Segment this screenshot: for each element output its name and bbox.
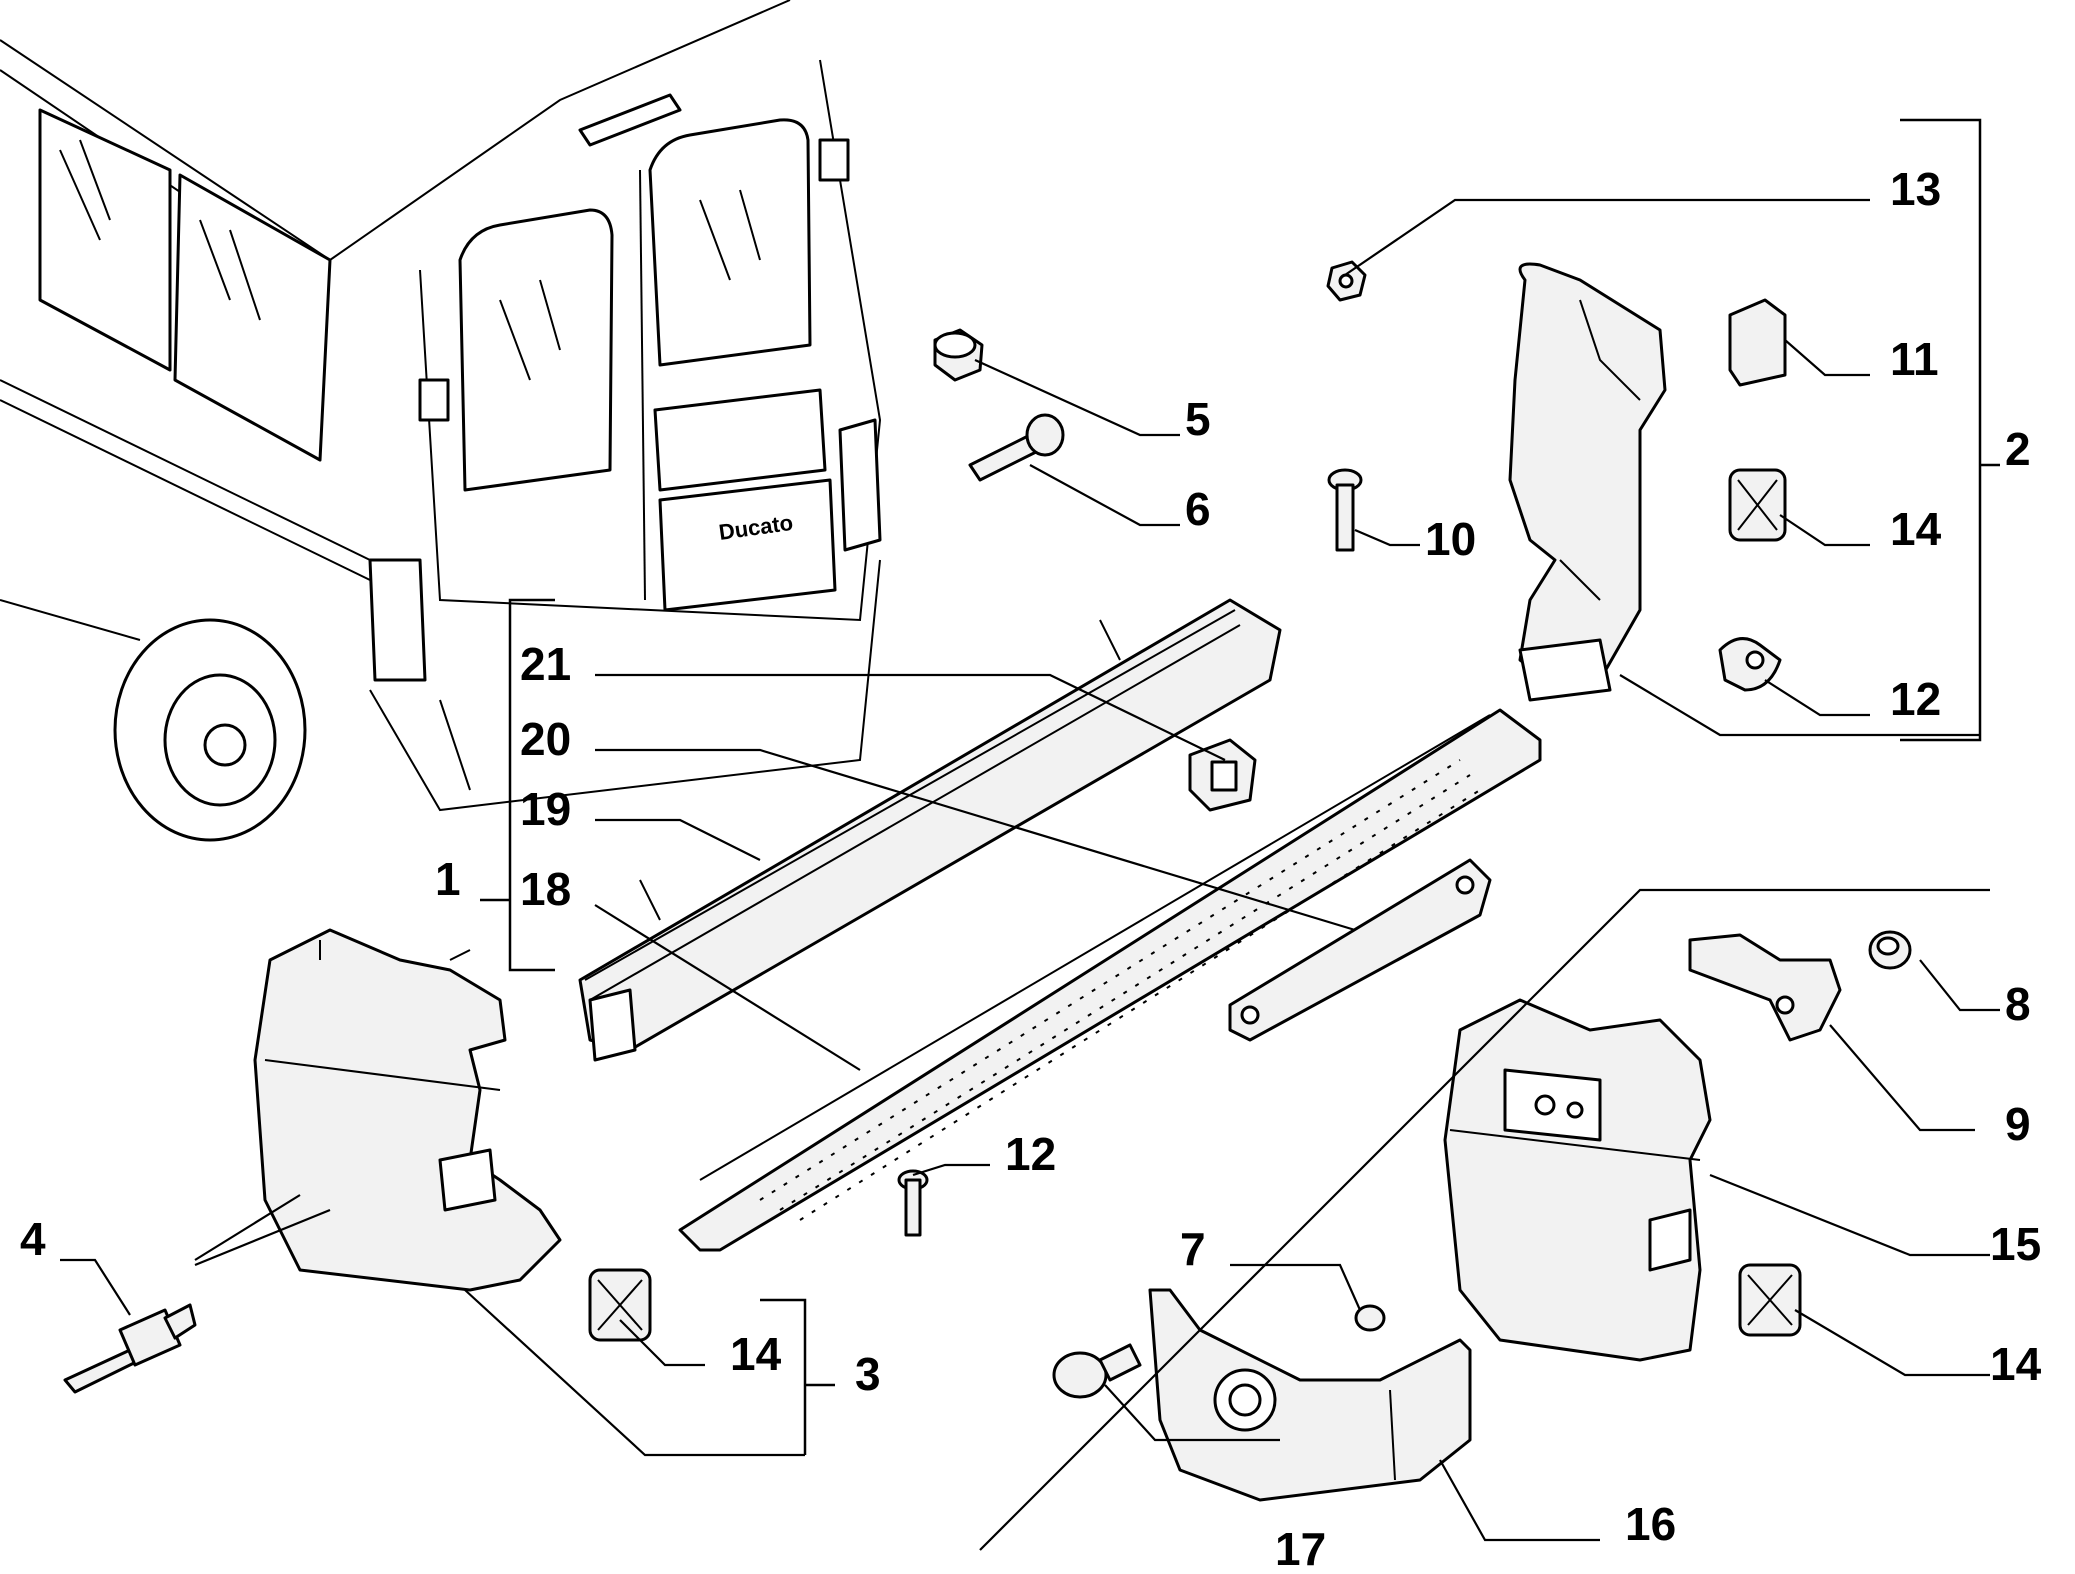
part-4-fastener (63, 1303, 197, 1394)
callout-9: 9 (2005, 1098, 2031, 1150)
part-13-nut (1326, 260, 1367, 302)
part-19-beam (578, 598, 1282, 1062)
callout-14-lower-right: 14 (1990, 1338, 2042, 1390)
part-21-clip (1188, 738, 1257, 812)
callout-14-left: 14 (730, 1328, 782, 1380)
callout-19: 19 (520, 783, 571, 835)
part-12-clip-right (1718, 637, 1782, 692)
part-2-corner-bracket (1508, 262, 1667, 702)
callout-21: 21 (520, 638, 571, 690)
group-brackets (480, 118, 2000, 1455)
callout-15: 15 (1990, 1218, 2041, 1270)
part-5-nut (933, 328, 984, 382)
callout-10: 10 (1425, 513, 1476, 565)
callout-2: 2 (2005, 423, 2031, 475)
part-15-right-corner (1443, 998, 1712, 1362)
callout-18: 18 (520, 863, 571, 915)
part-14-reflector-right-lower (1738, 1263, 1802, 1337)
callout-3: 3 (855, 1348, 881, 1400)
part-20-trim (1228, 858, 1492, 1042)
leader-lines (60, 198, 2000, 1551)
callout-1: 1 (435, 853, 461, 905)
part-16-corner-trim (1148, 1288, 1472, 1502)
part-7-nut (1354, 1304, 1386, 1332)
part-17-plug (1052, 1343, 1142, 1399)
callout-7: 7 (1180, 1223, 1206, 1275)
part-3-left-corner (253, 928, 562, 1292)
callout-12-upper: 12 (1890, 673, 1941, 725)
part-9-bracket (1688, 933, 1842, 1042)
part-10-bolt (1327, 468, 1363, 552)
callout-8: 8 (2005, 978, 2031, 1030)
callout-11: 11 (1890, 333, 1939, 385)
callout-labels: 13 11 14 12 2 5 6 10 21 20 19 18 1 12 4 … (20, 163, 2042, 1574)
callout-17: 17 (1275, 1523, 1326, 1574)
callout-16: 16 (1625, 1498, 1676, 1550)
part-18-step-plate (678, 708, 1542, 1252)
part-14-reflector-left (588, 1268, 652, 1342)
callout-4: 4 (20, 1213, 46, 1265)
callout-12-lower: 12 (1005, 1128, 1056, 1180)
callout-20: 20 (520, 713, 571, 765)
part-12-screw-lower (897, 1169, 929, 1237)
callout-14-upper: 14 (1890, 503, 1942, 555)
callout-13: 13 (1890, 163, 1941, 215)
part-6-bolt (968, 413, 1065, 482)
van-rear-illustration: Ducato (0, 0, 882, 842)
part-11-cap (1728, 298, 1787, 387)
callout-6: 6 (1185, 483, 1211, 535)
part-14-reflector-right-upper (1728, 468, 1787, 542)
part-8-nut (1868, 930, 1912, 970)
callout-5: 5 (1185, 393, 1211, 445)
